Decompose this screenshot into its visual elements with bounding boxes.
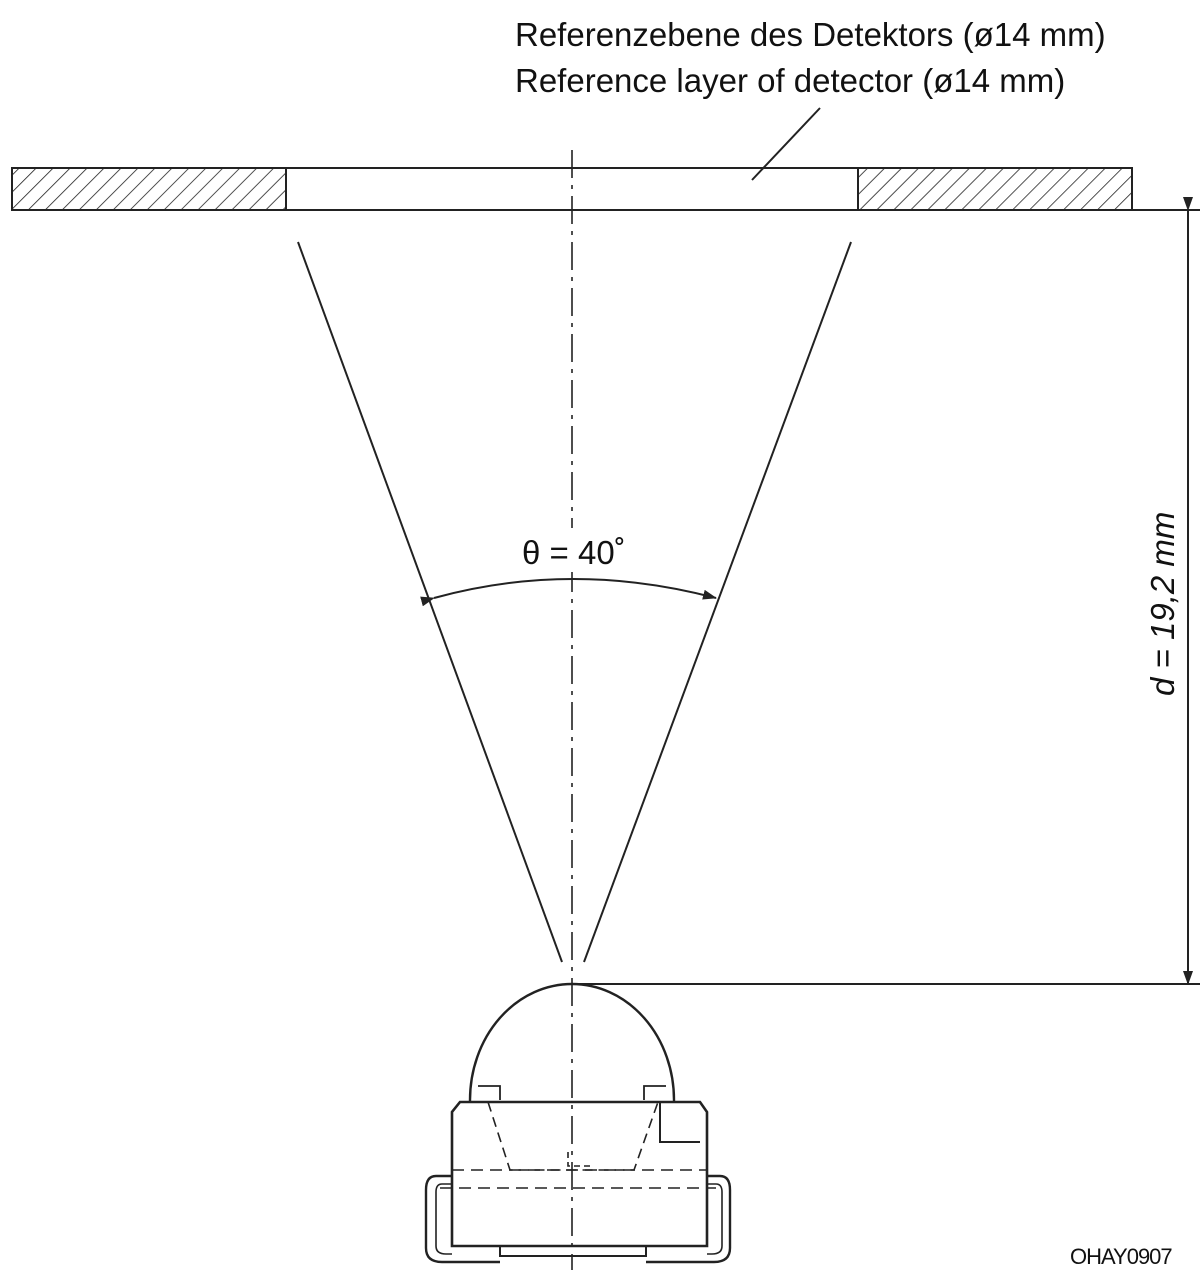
distance-label: d = 19,2 mm — [1144, 512, 1181, 696]
detector-plate — [11, 167, 1200, 211]
label-leader-line — [751, 107, 821, 181]
drawing-code-label: OHAY0907 — [1070, 1244, 1172, 1269]
led-component — [424, 982, 732, 1264]
reference-plane-label-de: Referenzebene des Detektors (ø14 mm) — [515, 16, 1106, 53]
distance-label-background — [1148, 470, 1182, 710]
angle-label: θ = 40˚ — [522, 534, 626, 571]
angle-arc — [420, 578, 717, 607]
reference-plane-label-en: Reference layer of detector (ø14 mm) — [515, 62, 1065, 99]
distance-dimension — [572, 197, 1200, 985]
angle-label-background — [510, 528, 638, 572]
emission-cone — [297, 241, 852, 963]
